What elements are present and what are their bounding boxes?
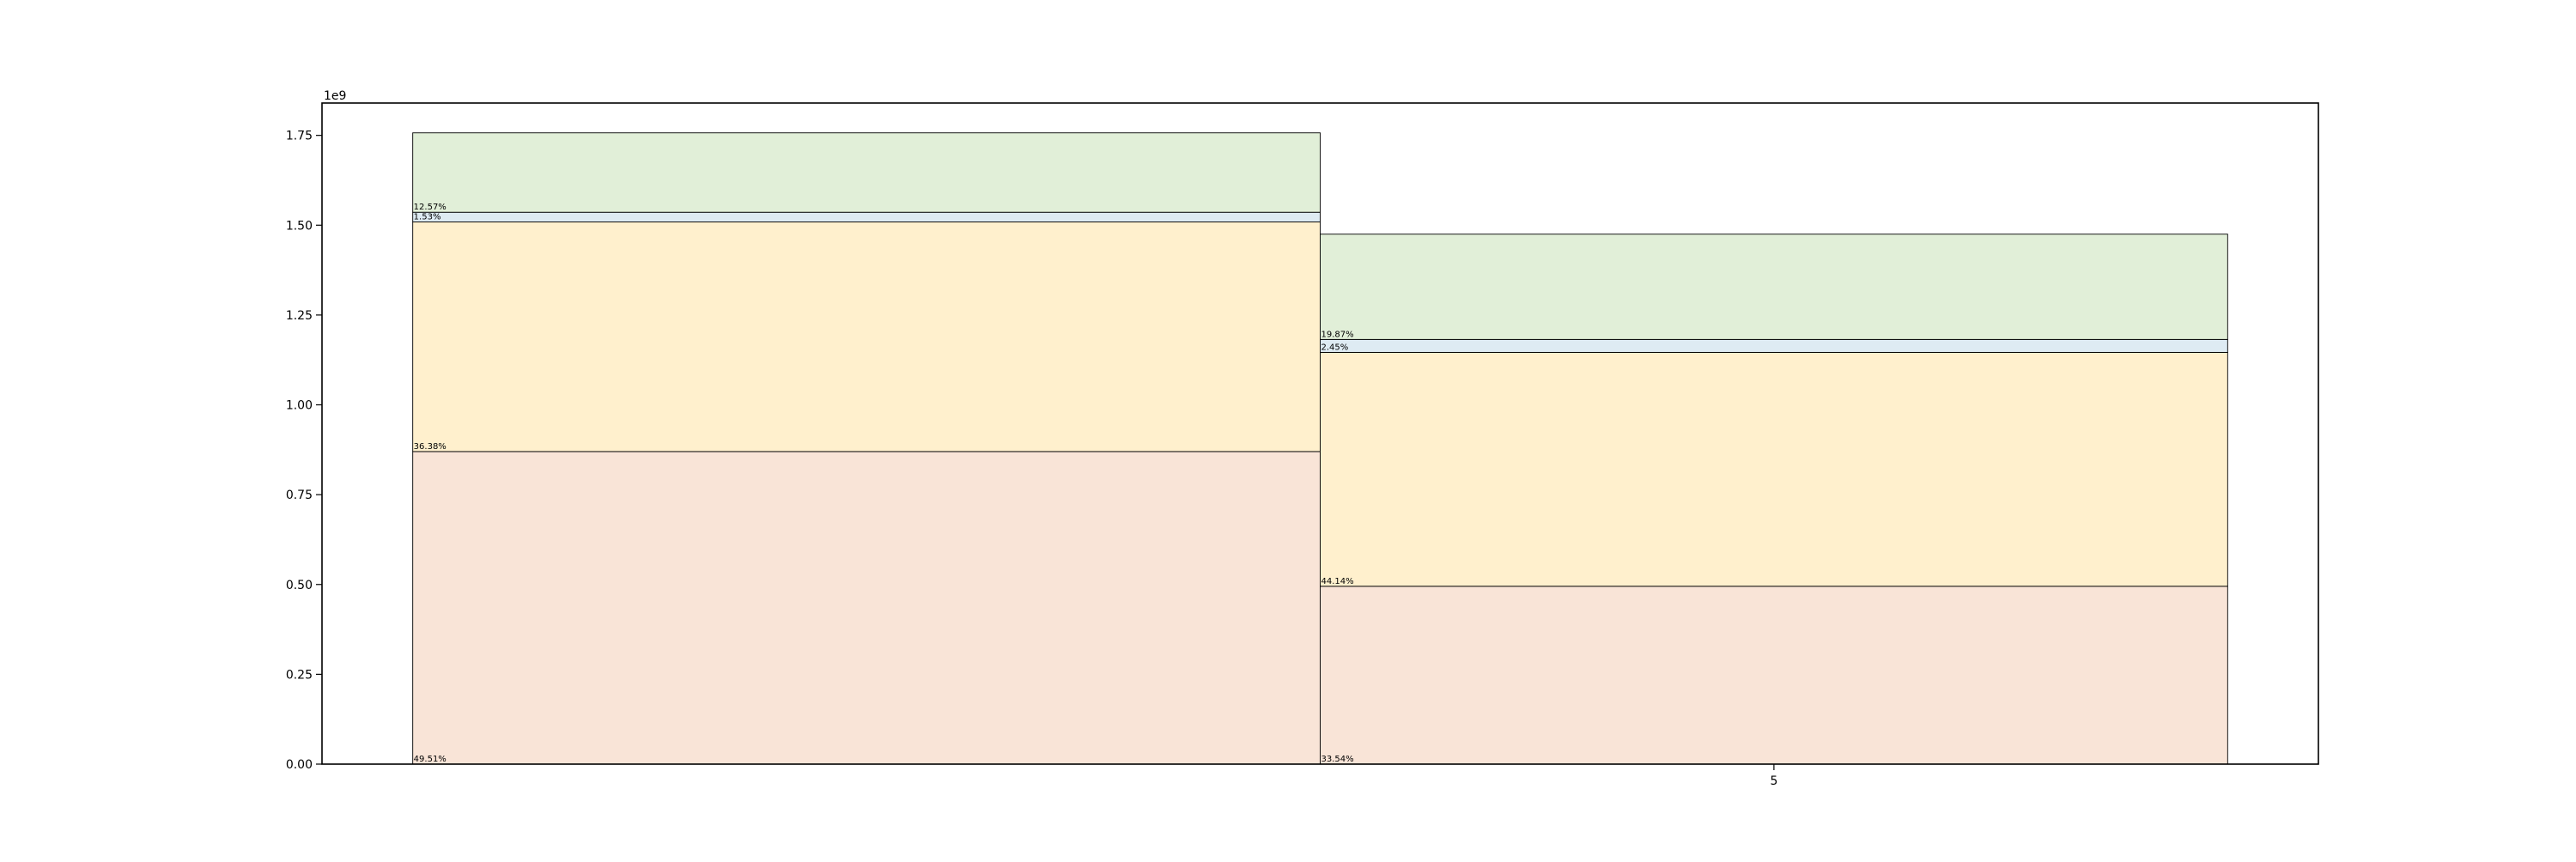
bar-segment bbox=[412, 132, 1321, 213]
segment-percent-label: 12.57% bbox=[414, 203, 447, 212]
bar-segment bbox=[1320, 338, 2228, 353]
bar-segment bbox=[412, 451, 1321, 765]
y-axis-offset-text: 1e9 bbox=[324, 89, 346, 103]
y-axis-tick-label: 1.00 bbox=[286, 399, 313, 413]
bar-segment bbox=[412, 222, 1321, 452]
y-axis-tick-label: 1.50 bbox=[286, 219, 313, 233]
y-axis-tick-label: 0.25 bbox=[286, 668, 313, 682]
segment-percent-label: 1.53% bbox=[414, 213, 441, 222]
bar-segment bbox=[1320, 234, 2228, 340]
y-axis-tick-label: 0.75 bbox=[286, 489, 313, 502]
segment-percent-label: 33.54% bbox=[1321, 755, 1354, 764]
segment-percent-label: 19.87% bbox=[1321, 330, 1354, 339]
bar-segment bbox=[1320, 351, 2228, 587]
bar-segment bbox=[412, 211, 1321, 222]
x-axis-tick-label: 5 bbox=[1770, 774, 1777, 788]
y-axis-tick-label: 1.75 bbox=[286, 130, 313, 143]
x-axis: 5 bbox=[1770, 764, 1777, 788]
data-labels-layer: 49.51% 36.38% 1.53%12.57% 33.54% 44.14% 2.45%… bbox=[414, 203, 1354, 764]
y-axis-tick-label: 0.50 bbox=[286, 579, 313, 592]
bar-segment bbox=[1320, 586, 2228, 765]
y-axis-tick-label: 0.00 bbox=[286, 758, 313, 772]
y-axis-tick-label: 1.25 bbox=[286, 309, 313, 323]
segment-percent-label: 36.38% bbox=[414, 442, 447, 452]
segment-percent-label: 44.14% bbox=[1321, 577, 1354, 586]
y-axis: 0.00 0.25 0.50 0.75 1.00 1.25 1.50 1.75 bbox=[286, 130, 322, 772]
segment-percent-label: 49.51% bbox=[414, 755, 447, 764]
bars-layer bbox=[412, 132, 2228, 765]
plot-frame bbox=[321, 102, 2319, 765]
segment-percent-label: 2.45% bbox=[1321, 343, 1349, 352]
